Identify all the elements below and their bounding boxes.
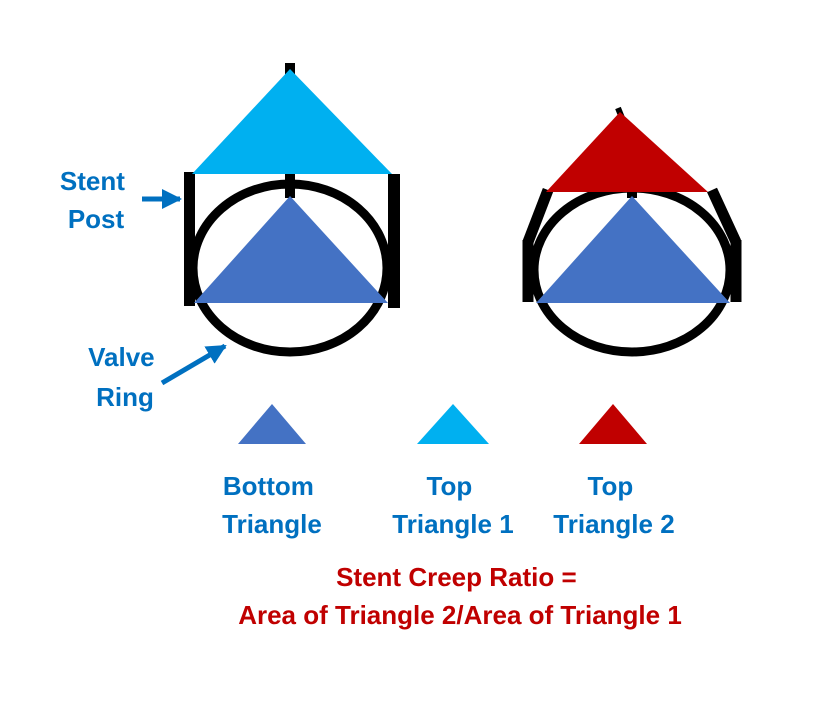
valve-ring-label: Valve Ring <box>88 342 162 412</box>
left-valve <box>184 63 400 357</box>
right-stent-post-left-tilt <box>522 188 554 244</box>
legend-top-triangle-2-label: Top Triangle 2 <box>553 471 674 539</box>
legend-bottom-triangle-label: Bottom Triangle <box>222 471 322 539</box>
legend: Bottom Triangle Top Triangle 1 Top Trian… <box>222 404 675 539</box>
right-stent-post-right-tilt <box>707 187 741 245</box>
right-top-triangle-2 <box>546 112 708 192</box>
valve-ring-callout: Valve Ring <box>88 342 227 412</box>
valve-ring-arrow <box>160 343 227 386</box>
formula-text: Stent Creep Ratio = Area of Triangle 2/A… <box>238 562 682 630</box>
left-center-post <box>285 174 295 198</box>
left-top-triangle-1 <box>192 69 392 174</box>
stent-post-label: Stent Post <box>60 166 132 234</box>
left-stent-post-left <box>184 172 195 306</box>
left-stent-post-right <box>388 174 400 308</box>
legend-bottom-triangle-swatch <box>238 404 306 444</box>
right-valve <box>522 106 742 357</box>
stent-post-callout: Stent Post <box>60 166 182 234</box>
left-bottom-triangle <box>194 196 388 303</box>
right-bottom-triangle <box>536 196 730 303</box>
legend-top-triangle-1-label: Top Triangle 1 <box>392 471 513 539</box>
legend-top-triangle-1-swatch <box>417 404 489 444</box>
legend-top-triangle-2-swatch <box>579 404 647 444</box>
